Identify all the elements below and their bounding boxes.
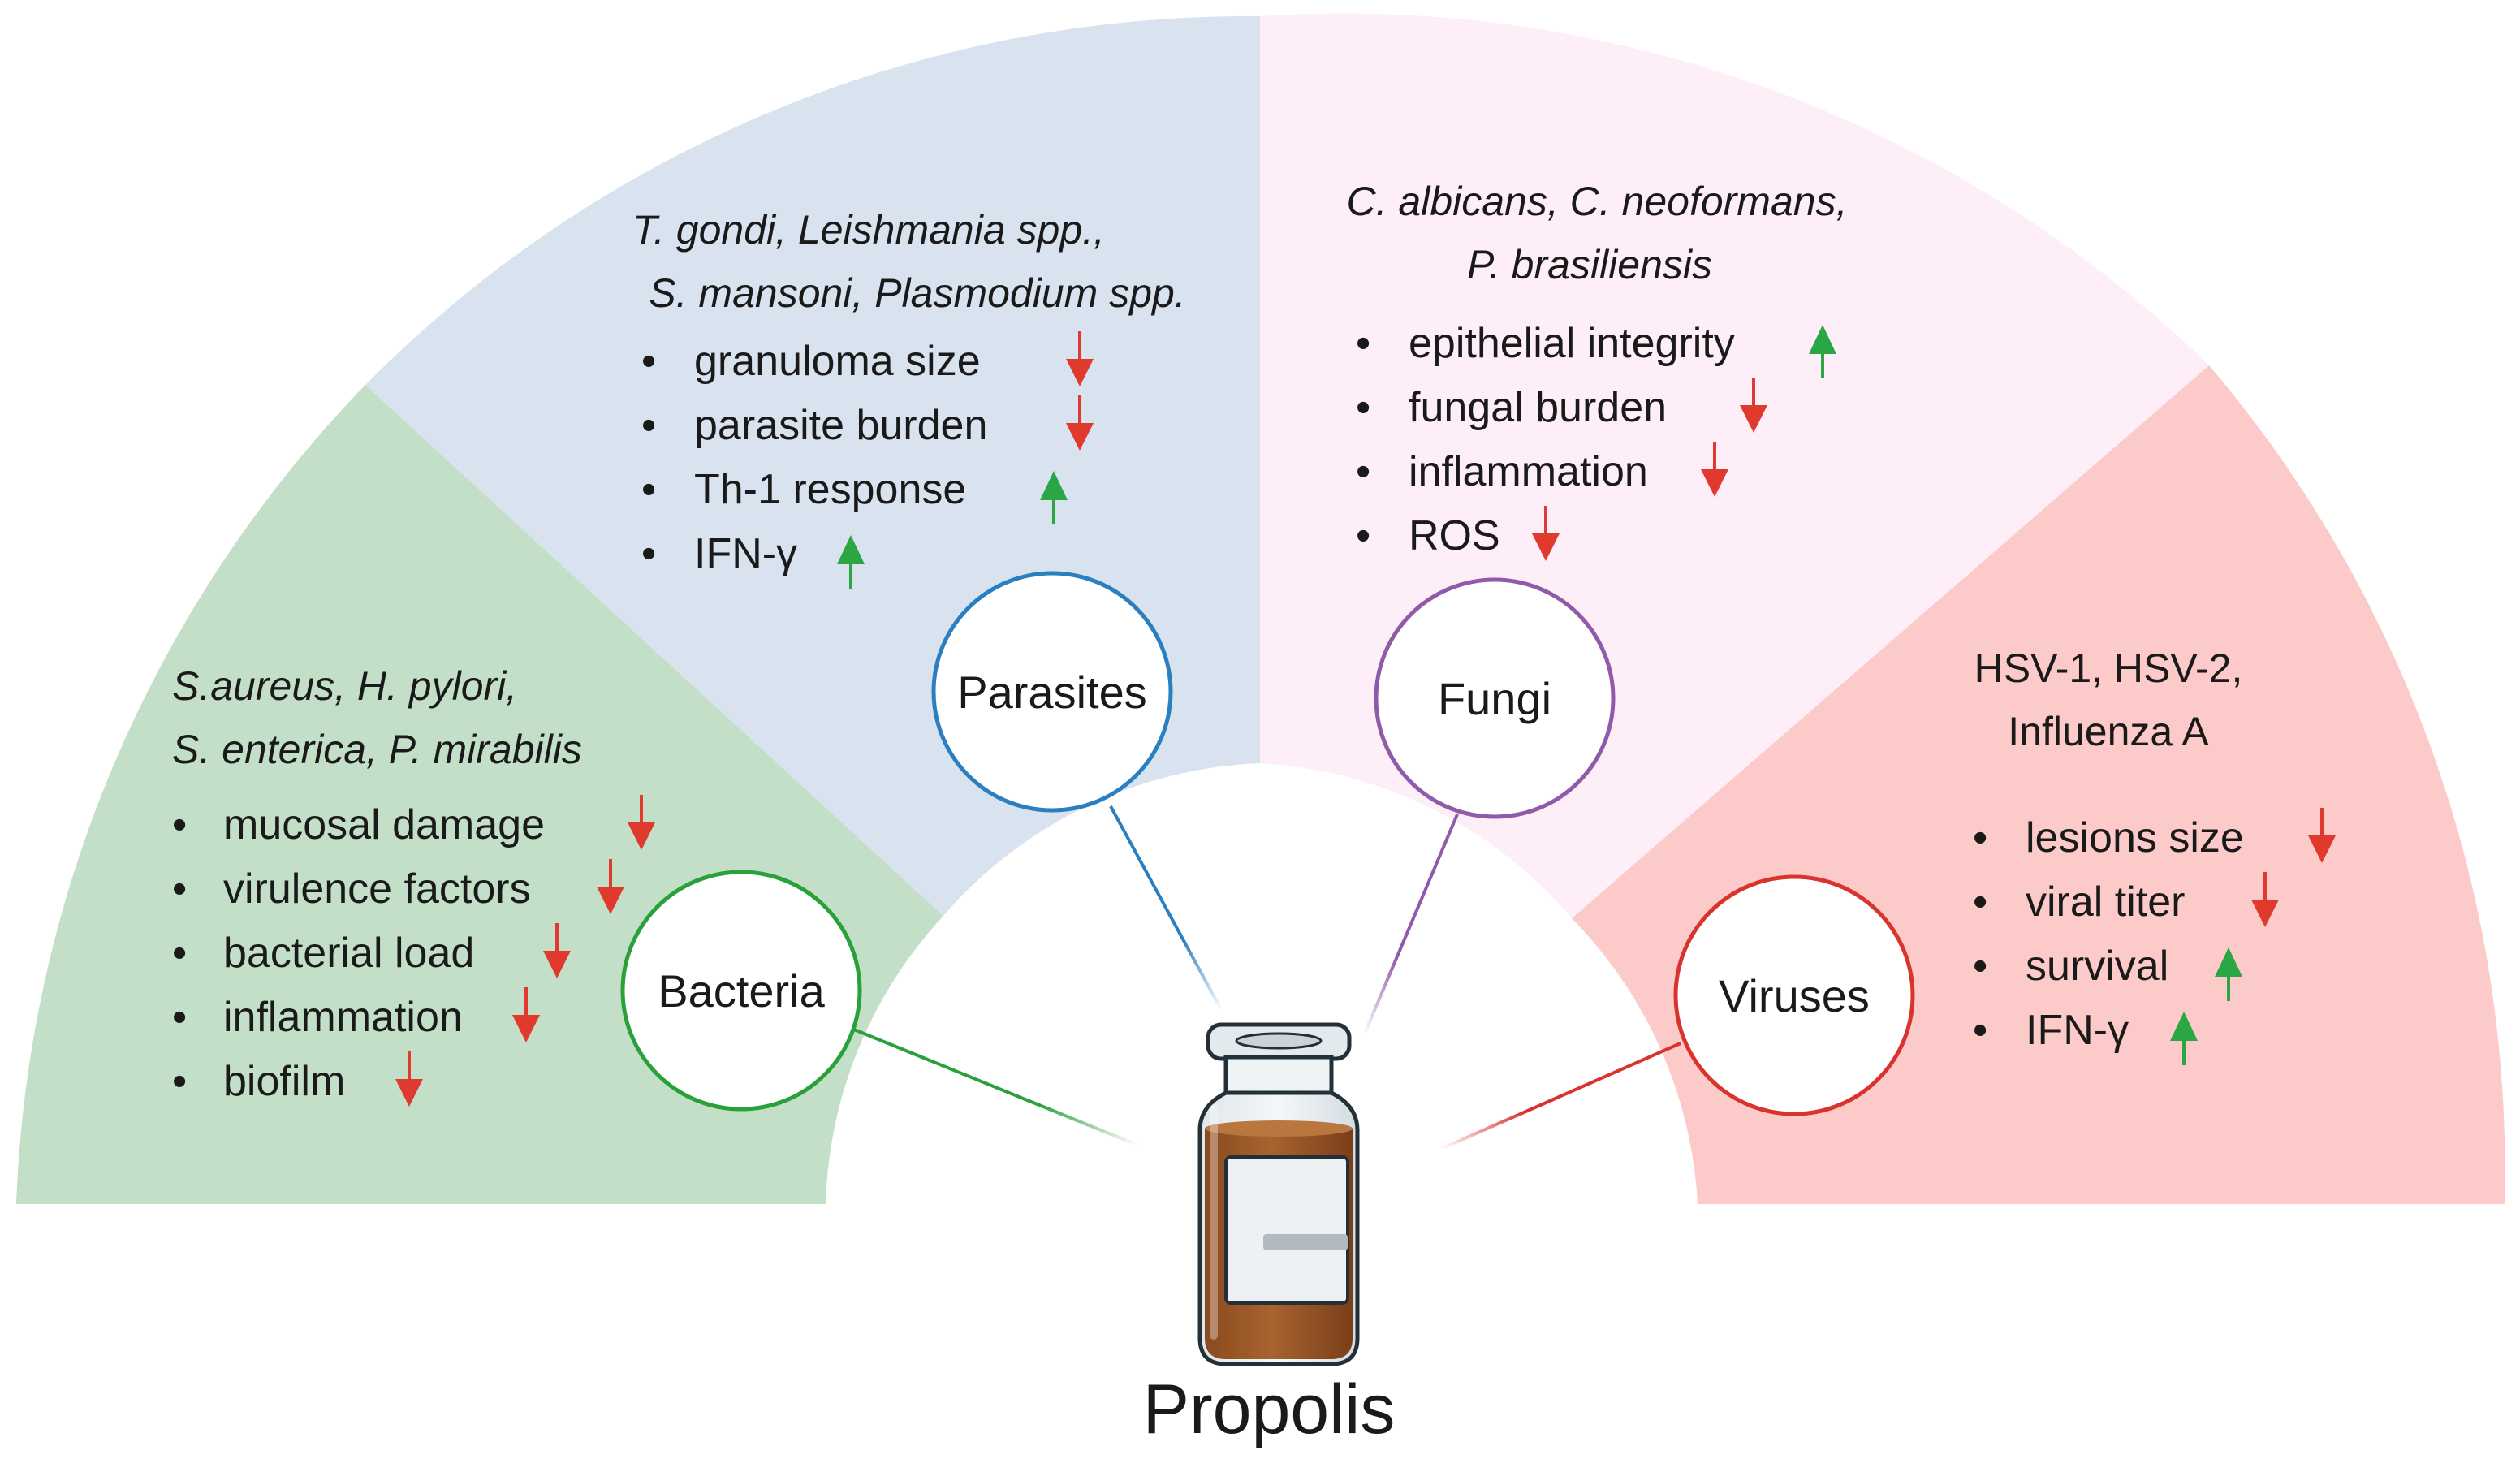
effect-item: • inflammation xyxy=(1356,442,1728,497)
arrow-down-icon xyxy=(512,987,540,1042)
bullet: • xyxy=(1356,384,1370,431)
effect-item: • inflammation xyxy=(172,987,540,1042)
bullet: • xyxy=(1356,320,1370,367)
effect-text: inflammation xyxy=(223,994,463,1041)
bullet: • xyxy=(1973,1007,1987,1054)
bullet: • xyxy=(172,1058,187,1105)
effect-text: biofilm xyxy=(223,1058,345,1105)
effect-text: IFN-γ xyxy=(694,530,797,577)
parasites-organisms-line-1: T. gondi, Leishmania spp., xyxy=(632,207,1105,253)
page-title: Propolis xyxy=(1143,1371,1396,1448)
effect-item: • granuloma size xyxy=(641,331,1094,386)
bacteria-connector xyxy=(853,1028,1137,1146)
fungi-organisms: C. albicans, C. neoformans, P. brasilien… xyxy=(1347,179,1848,287)
parasites-node: Parasites xyxy=(931,571,1173,813)
fungi-effects-list: • epithelial integrity • fungal burden •… xyxy=(1356,320,1836,561)
parasites-label: Parasites xyxy=(957,667,1146,718)
effect-text: parasite burden xyxy=(694,402,987,449)
arrow-up-icon xyxy=(1040,471,1068,524)
viruses-node: Viruses xyxy=(1673,874,1915,1116)
arrow-down-icon xyxy=(1532,506,1560,561)
effect-item: • ROS xyxy=(1356,506,1560,561)
arrow-up-icon xyxy=(2170,1012,2198,1065)
arrow-down-icon xyxy=(1701,442,1728,497)
effect-item: • IFN-γ xyxy=(1973,1007,2198,1065)
arrow-up-icon xyxy=(1809,325,1836,378)
bacteria-node: Bacteria xyxy=(620,870,862,1112)
bullet: • xyxy=(641,338,656,385)
parasites-organisms-line-2: S. mansoni, Plasmodium spp. xyxy=(649,270,1185,316)
fungi-organisms-line-1: C. albicans, C. neoformans, xyxy=(1347,179,1848,224)
parasites-organisms: T. gondi, Leishmania spp., S. mansoni, P… xyxy=(632,207,1186,316)
bullet: • xyxy=(641,402,656,449)
effect-item: • survival xyxy=(1973,943,2242,1001)
fungi-organisms-line-2: P. brasiliensis xyxy=(1467,242,1712,287)
bacteria-organisms: S.aureus, H. pylori, S. enterica, P. mir… xyxy=(172,663,582,772)
effect-text: granuloma size xyxy=(694,338,981,385)
arrow-down-icon xyxy=(628,795,655,850)
viruses-organisms-line-1: HSV-1, HSV-2, xyxy=(1974,645,2243,691)
viruses-organisms-line-2: Influenza A xyxy=(2008,709,2209,754)
effect-item: • epithelial integrity xyxy=(1356,320,1836,378)
effect-text: virulence factors xyxy=(223,865,531,913)
arrow-down-icon xyxy=(597,859,624,914)
bacteria-effects-list: • mucosal damage • virulence factors • b… xyxy=(172,795,655,1107)
effect-text: ROS xyxy=(1409,512,1500,559)
arrow-down-icon xyxy=(1740,378,1767,433)
bullet: • xyxy=(1973,943,1987,990)
viruses-connector xyxy=(1440,1042,1681,1150)
effect-item: • viral titer xyxy=(1973,872,2279,927)
viruses-effects-list: • lesions size • viral titer • survival … xyxy=(1973,808,2336,1065)
effect-text: bacterial load xyxy=(223,930,474,977)
effect-item: • fungal burden xyxy=(1356,378,1767,433)
fungi-connector xyxy=(1362,814,1459,1036)
effect-text: IFN-γ xyxy=(2026,1007,2129,1054)
effect-text: viral titer xyxy=(2026,878,2185,926)
bullet: • xyxy=(1973,814,1987,861)
fungi-label: Fungi xyxy=(1438,673,1551,724)
effect-item: • virulence factors xyxy=(172,859,624,914)
parasites-connector xyxy=(1109,805,1223,1012)
bacteria-organisms-line-1: S.aureus, H. pylori, xyxy=(172,663,517,709)
propolis-vial-icon xyxy=(1197,1022,1360,1366)
effect-text: fungal burden xyxy=(1409,384,1667,431)
effect-text: inflammation xyxy=(1409,448,1648,495)
effect-item: • Th-1 response xyxy=(641,466,1068,524)
arrow-up-icon xyxy=(2215,947,2242,1001)
parasites-effects-list: • granuloma size • parasite burden • Th-… xyxy=(641,331,1094,589)
arrow-down-icon xyxy=(543,923,571,978)
arrow-down-icon xyxy=(2308,808,2336,863)
effect-text: survival xyxy=(2026,943,2168,990)
effect-item: • parasite burden xyxy=(641,395,1094,451)
bullet: • xyxy=(1356,448,1370,495)
bullet: • xyxy=(172,994,187,1041)
effect-text: epithelial integrity xyxy=(1409,320,1735,367)
arrow-down-icon xyxy=(2251,872,2279,927)
fungi-node: Fungi xyxy=(1374,577,1616,819)
bacteria-label: Bacteria xyxy=(658,965,825,1017)
viruses-organisms: HSV-1, HSV-2, Influenza A xyxy=(1974,645,2243,754)
bullet: • xyxy=(172,930,187,977)
arrow-down-icon xyxy=(1066,331,1094,386)
effect-item: • IFN-γ xyxy=(641,530,865,589)
effect-text: mucosal damage xyxy=(223,801,545,848)
arrow-up-icon xyxy=(837,535,865,589)
viruses-label: Viruses xyxy=(1719,970,1870,1021)
bullet: • xyxy=(1356,512,1370,559)
effect-text: Th-1 response xyxy=(694,466,966,513)
effect-item: • bacterial load xyxy=(172,923,571,978)
bacteria-organisms-line-2: S. enterica, P. mirabilis xyxy=(172,727,582,772)
effect-item: • lesions size xyxy=(1973,808,2336,863)
bullet: • xyxy=(172,801,187,848)
bullet: • xyxy=(1973,878,1987,926)
bullet: • xyxy=(641,530,656,577)
effect-item: • biofilm xyxy=(172,1051,423,1107)
arrow-down-icon xyxy=(395,1051,423,1107)
effect-text: lesions size xyxy=(2026,814,2244,861)
arrow-down-icon xyxy=(1066,395,1094,451)
bullet: • xyxy=(172,865,187,913)
bullet: • xyxy=(641,466,656,513)
effect-item: • mucosal damage xyxy=(172,795,655,850)
